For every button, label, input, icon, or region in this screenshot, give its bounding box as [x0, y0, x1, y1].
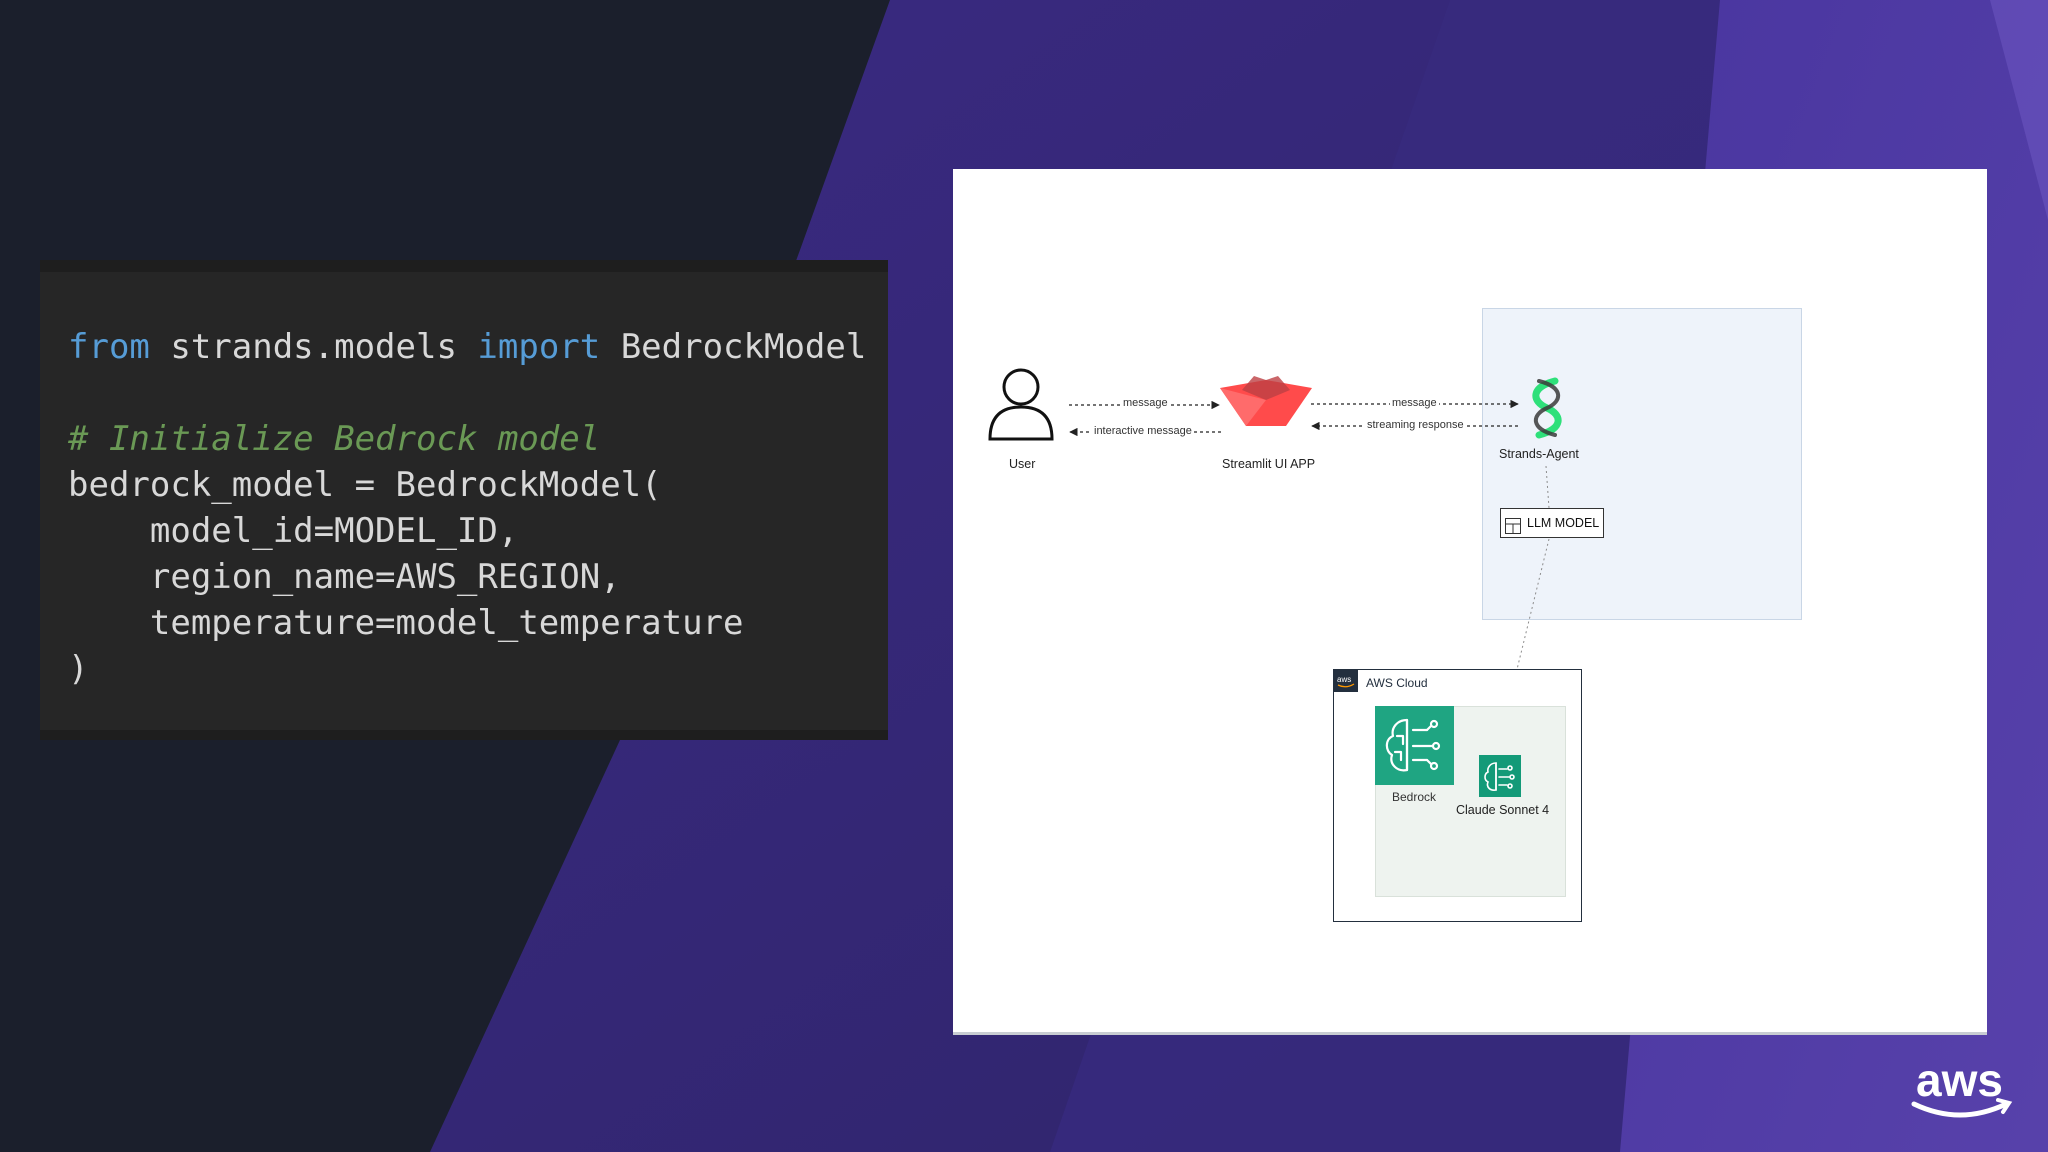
llm-model-label: LLM MODEL [1527, 516, 1600, 530]
code-line-assign: bedrock_model = BedrockModel( [68, 465, 662, 505]
user-icon [988, 368, 1054, 441]
streamlit-label: Streamlit UI APP [1222, 457, 1316, 471]
code-class: BedrockModel [600, 327, 867, 367]
edge-label-agent-to-app: streaming response [1365, 419, 1466, 431]
claude-sonnet-label: Claude Sonnet 4 [1456, 803, 1550, 817]
strands-agent-label: Strands-Agent [1499, 447, 1579, 461]
aws-cloud-label: AWS Cloud [1366, 676, 1428, 690]
code-line-temperature: temperature=model_temperature [68, 603, 744, 643]
claude-icon [1479, 755, 1521, 797]
llm-model-icon [1505, 518, 1521, 534]
edge-label-user-to-app: message [1121, 397, 1170, 409]
code-module: strands.models [149, 327, 478, 367]
code-line-close: ) [68, 649, 89, 689]
code-panel: from strands.models import BedrockModel … [40, 260, 888, 740]
bedrock-icon [1375, 706, 1454, 785]
bedrock-label: Bedrock [1392, 790, 1437, 804]
user-label: User [1009, 457, 1036, 471]
code-keyword: import [477, 327, 601, 367]
edge-label-app-to-agent: message [1390, 397, 1439, 409]
edge-agent-to-llm [1545, 465, 1550, 509]
aws-logo: aws [1911, 1054, 2013, 1118]
architecture-diagram: User Streamlit UI APP Strands-Agent LLM … [953, 169, 1987, 1035]
aws-logo-text: aws [1916, 1054, 2003, 1106]
aws-badge-icon: aws [1334, 670, 1358, 692]
code-comment: # Initialize Bedrock model [68, 419, 601, 459]
code-line-region: region_name=AWS_REGION, [68, 557, 621, 597]
strands-icon [1532, 377, 1562, 439]
aws-cloud-group: aws AWS Cloud [1333, 669, 1582, 922]
code-keyword: from [68, 327, 150, 367]
agent-group [1482, 308, 1802, 620]
llm-model-node: LLM MODEL [1500, 508, 1604, 538]
svg-text:aws: aws [1337, 675, 1351, 684]
streamlit-icon [1220, 376, 1312, 426]
code-line-model-id: model_id=MODEL_ID, [68, 511, 519, 551]
code-line-import: from strands.models import BedrockModel [68, 324, 866, 370]
edge-label-app-to-user: interactive message [1092, 425, 1194, 437]
